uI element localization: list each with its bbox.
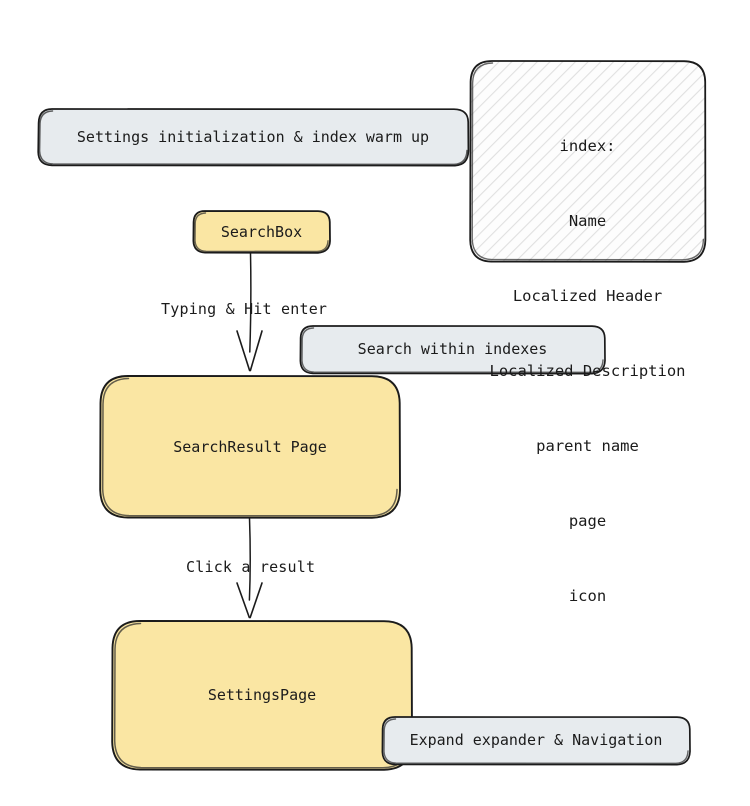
node-settings-page[interactable] [111, 620, 413, 771]
node-search-within-indexes[interactable] [299, 325, 606, 375]
edge-typing-hit-enter [236, 252, 263, 372]
index-line-6: icon [568, 587, 607, 605]
index-line-4: parent name [536, 437, 639, 455]
edge-click-a-result-label: Click a result [186, 558, 316, 576]
index-line-2: Localized Header [512, 287, 663, 305]
edge-typing-hit-enter-label: Typing & Hit enter [161, 300, 328, 318]
node-expand-expander[interactable] [381, 716, 691, 766]
node-settings-initialization[interactable] [37, 108, 470, 167]
edge-click-a-result [236, 517, 263, 619]
index-line-5: page [568, 512, 607, 530]
node-searchresult-page[interactable] [99, 375, 401, 519]
node-searchbox[interactable] [192, 210, 331, 254]
index-line-0: index: [559, 137, 616, 155]
index-line-3: Localized Description [489, 362, 686, 380]
index-line-1: Name [568, 212, 607, 230]
node-index-note-text: index: Name Localized Header Localized D… [470, 84, 705, 634]
node-index-note[interactable] [469, 60, 707, 263]
